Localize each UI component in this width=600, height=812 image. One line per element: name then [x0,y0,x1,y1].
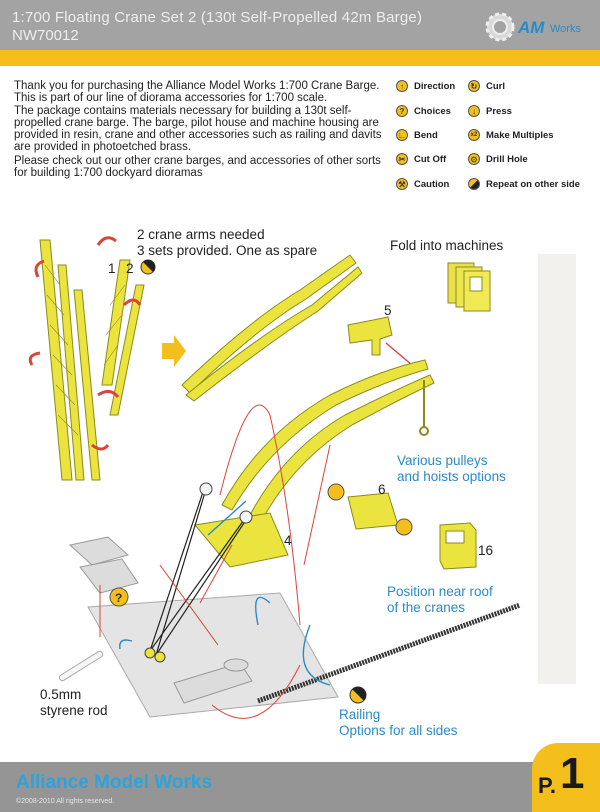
repeat-side-icon [468,178,480,190]
legend-press: ↓Press [468,105,512,117]
legend-repeat: Repeat on other side [468,178,580,190]
fold-note: Fold into machines [390,238,504,253]
scissors-icon: ✂ [396,153,408,165]
direction-icon: ↑ [396,80,408,92]
drill-icon: ⊙ [468,153,480,165]
rigging-lines [149,488,249,656]
product-code: NW70012 [12,27,79,44]
cut-off-icon-diagram [395,518,413,536]
intro-paragraph-2: The package contains materials necessary… [14,104,382,154]
railing-note-line2: Options for all sides [339,723,458,738]
page-number-badge: P. 1 [532,743,600,812]
document-title: 1:700 Floating Crane Set 2 (130t Self-Pr… [12,9,423,26]
repeat-side-icon-railing [349,686,367,704]
arms-note-line1: 2 crane arms needed [137,227,265,242]
symbol-legend: ↑Direction ↻Curl ?Choices ↓Press ∟Bend x… [396,80,596,200]
curl-icon: ↻ [468,80,480,92]
step-arrow [162,335,186,367]
bend-icon: ∟ [396,129,408,141]
part-number-16: 16 [478,543,494,558]
resin-housing [173,658,253,704]
footer-copyright: ©2008-2010 All rights reserved. [16,798,115,805]
intro-paragraph-3: Please check out our other crane barges,… [14,154,381,180]
resin-blocks [68,536,139,594]
header-accent-band [0,50,600,66]
folded-crane-arm [181,254,363,402]
step-number-2: 2 [126,261,134,276]
part-number-5: 5 [384,303,392,318]
pulleys-note-line2: and hoists options [397,469,506,484]
page-number: 1 [560,749,585,798]
legend-cut-off: ✂Cut Off [396,153,446,165]
railing-note-line1: Railing [339,707,381,722]
position-note-line1: Position near roof [387,584,493,599]
logo-mark: AM [518,18,545,37]
part-number-6: 6 [378,482,386,497]
multiples-icon: x2 [468,129,480,141]
arms-note-line2: 3 sets provided. One as spare [137,243,318,258]
intro-paragraph-1: Thank you for purchasing the Alliance Mo… [14,80,380,105]
page-prefix: P. [538,773,556,798]
footer-brand: Alliance Model Works [16,772,213,793]
blue-guides [119,500,331,686]
pilot-house-16 [439,522,477,570]
position-note-line2: of the cranes [387,600,466,615]
styrene-rod [58,650,104,682]
caution-icon: ⚒ [396,178,408,190]
red-guides [99,404,331,719]
logo-text: Works [550,23,581,35]
assembly-diagram: ? 2 crane arms needed 3 sets provided. O… [0,205,600,755]
crane-arm-fret [39,239,145,481]
legend-drill-hole: ⊙Drill Hole [468,153,528,165]
legend-choices: ?Choices [396,105,451,117]
legend-direction: ↑Direction [396,80,455,92]
legend-bend: ∟Bend [396,129,438,141]
railing-strip [257,602,521,704]
side-panel [538,254,576,684]
header: 1:700 Floating Crane Set 2 (130t Self-Pr… [0,0,600,50]
part-5 [347,316,393,356]
rod-note-line1: 0.5mm [40,687,82,702]
rod-note-line2: styrene rod [40,703,108,718]
question-icon: ? [396,105,408,117]
part-6 [347,492,399,530]
intro-text: Thank you for purchasing the Alliance Mo… [14,80,394,179]
curl-arrows [28,236,142,451]
step-number-1: 1 [108,261,116,276]
press-icon: ↓ [468,105,480,117]
legend-curl: ↻Curl [468,80,505,92]
diagram-drawing: ? [28,236,521,719]
pulley-cluster [144,482,253,663]
brand-logo: AM Works [484,10,594,44]
legend-caution: ⚒Caution [396,178,449,190]
machine-housing-part [447,262,491,312]
question-icon-diagram: ? [109,587,129,607]
bend-icon-diagram [327,483,345,501]
part-number-4: 4 [284,533,292,548]
footer: Alliance Model Works ©2008-2010 All righ… [0,762,600,812]
pulleys-note-line1: Various pulleys [397,453,488,468]
repeat-side-icon-diagram [140,259,156,275]
svg-text:?: ? [115,591,122,605]
gear-icon [485,12,515,42]
barge-deck [87,592,339,718]
